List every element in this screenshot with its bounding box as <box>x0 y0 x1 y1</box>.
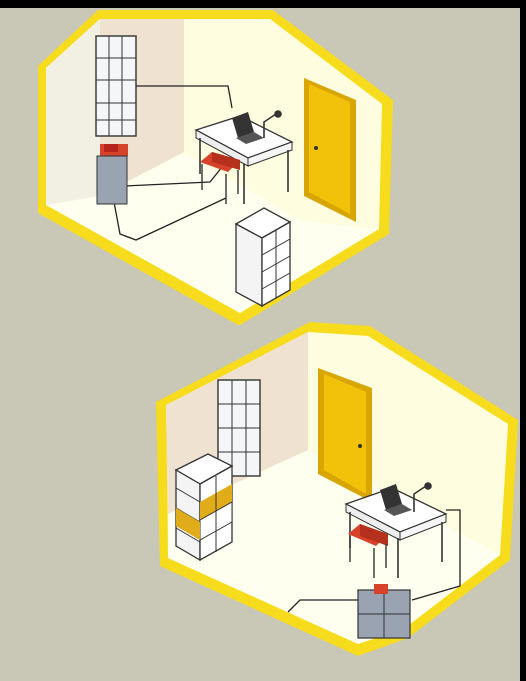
tower-unit-icon <box>97 144 128 204</box>
bookshelf-icon <box>236 208 290 306</box>
right-border <box>520 0 526 681</box>
cabinet-unit-icon <box>358 584 410 638</box>
window-icon <box>96 36 136 136</box>
bookshelf-icon <box>176 454 232 560</box>
top-border <box>0 0 526 8</box>
